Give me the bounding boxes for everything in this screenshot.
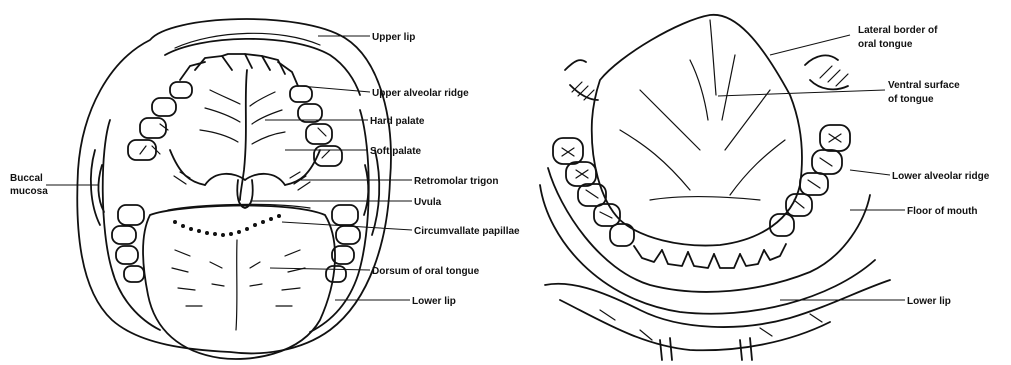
label-retromolar-trigon: Retromolar trigon: [414, 176, 498, 187]
label-lateral-border-line2: oral tongue: [858, 39, 913, 50]
label-hard-palate: Hard palate: [370, 116, 425, 127]
label-upper-alveolar-ridge: Upper alveolar ridge: [372, 88, 469, 99]
label-buccal-mucosa-line2: mucosa: [10, 186, 48, 197]
label-uvula: Uvula: [414, 197, 442, 208]
label-floor-of-mouth: Floor of mouth: [907, 206, 978, 217]
label-dorsum-of-oral-tongue: Dorsum of oral tongue: [372, 266, 480, 277]
label-ventral-surface-line2: of tongue: [888, 94, 934, 105]
circumvallate-papillae-dots: [173, 214, 281, 237]
label-soft-palate: Soft palate: [370, 146, 422, 157]
label-buccal-mucosa-line1: Buccal: [10, 173, 43, 184]
label-upper-lip: Upper lip: [372, 32, 415, 43]
label-circumvallate-papillae: Circumvallate papillae: [414, 226, 520, 237]
right-mouth-illustration: [540, 15, 890, 360]
label-lower-lip-right: Lower lip: [907, 296, 951, 307]
label-ventral-surface-line1: Ventral surface: [888, 80, 960, 91]
left-mouth-illustration: [77, 19, 391, 359]
label-lateral-border-line1: Lateral border of: [858, 25, 938, 36]
label-lower-lip-left: Lower lip: [412, 296, 456, 307]
right-labels: Lateral border of oral tongue Ventral su…: [858, 25, 990, 307]
right-leader-lines: [718, 35, 905, 300]
label-lower-alveolar-ridge: Lower alveolar ridge: [892, 171, 990, 182]
left-labels: Upper lip Upper alveolar ridge Hard pala…: [10, 32, 520, 307]
